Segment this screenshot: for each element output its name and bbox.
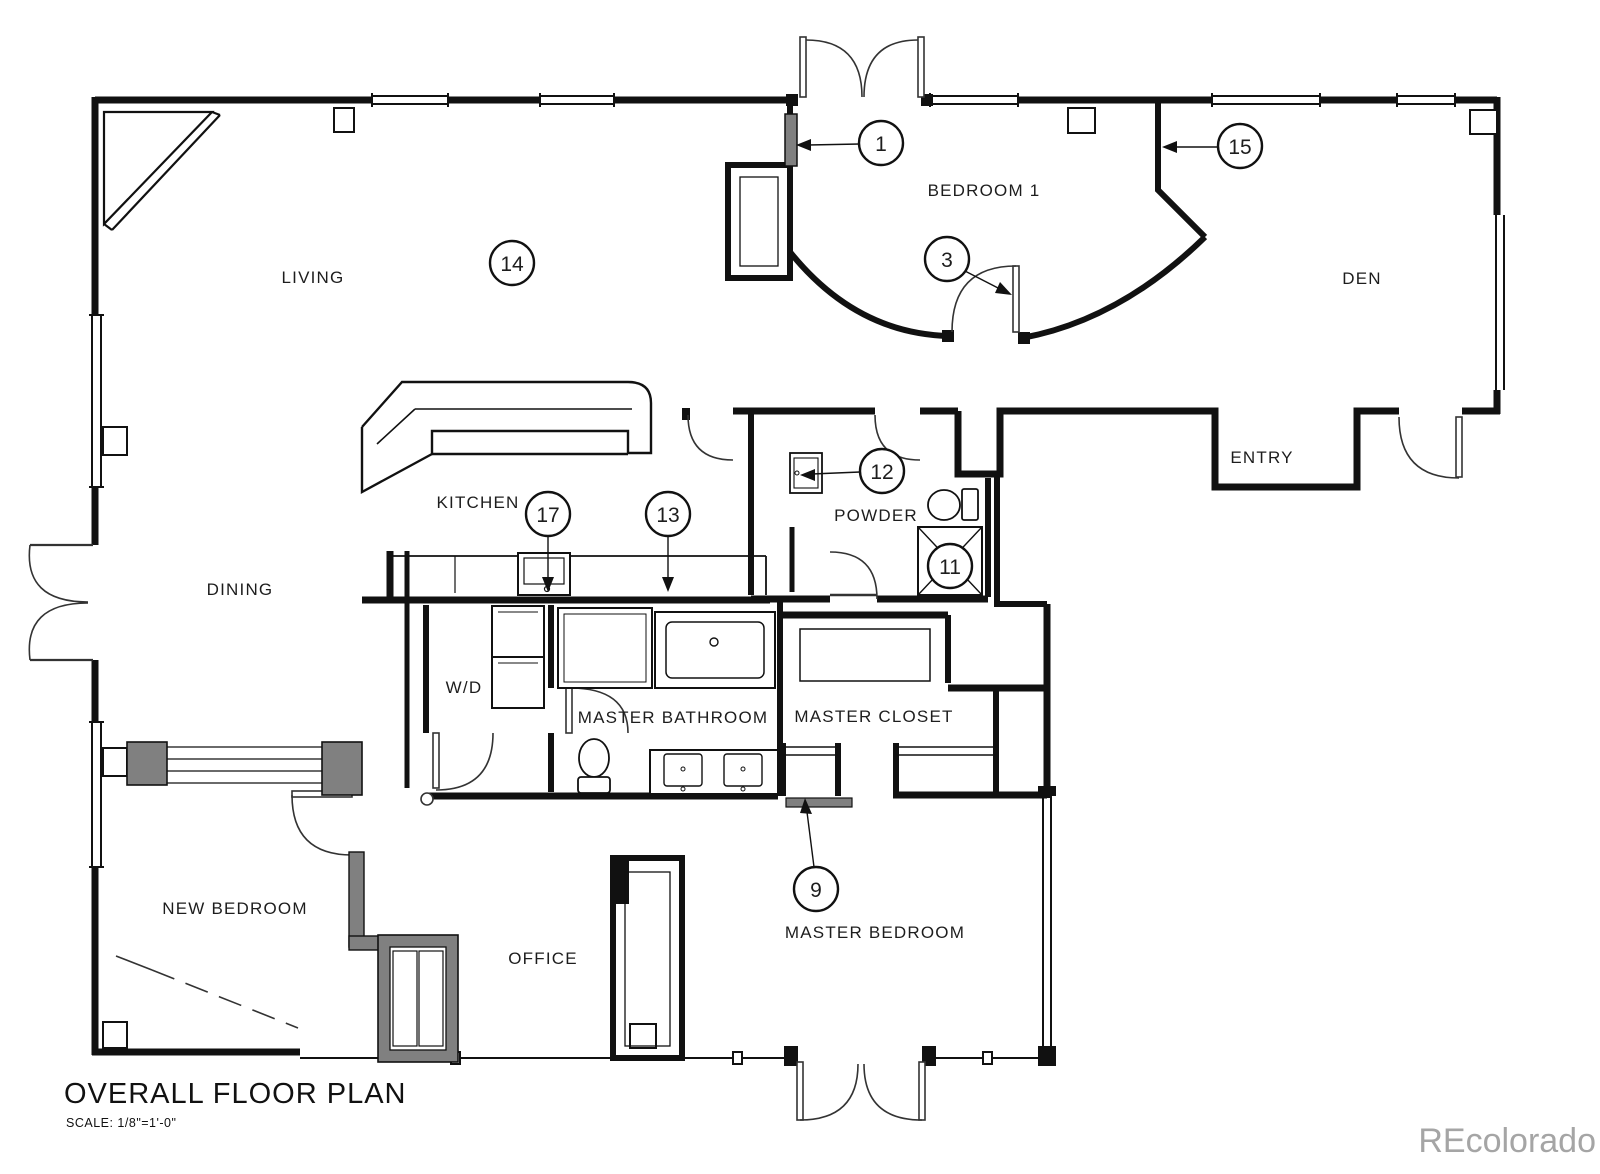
callout-3: 3 <box>923 235 971 283</box>
windows <box>88 92 1506 1049</box>
watermark: REcolorado <box>1418 1122 1596 1160</box>
room-label-den: DEN <box>1342 269 1382 288</box>
pier <box>1067 107 1096 134</box>
new-wall-segment-9 <box>785 797 853 808</box>
room-labels: LIVING BEDROOM 1 DEN KITCHEN POWDER ENTR… <box>162 181 1382 968</box>
callout-leaders <box>547 143 1218 868</box>
callout-14-number: 14 <box>500 253 524 276</box>
callout-17: 17 <box>524 490 572 538</box>
wall-den-diagonal <box>1155 100 1208 240</box>
beam-connector <box>102 747 128 777</box>
sliding-door-closet-icon <box>377 934 459 1063</box>
living-corner-bay <box>102 110 221 231</box>
new-bedroom-elements <box>102 741 459 1063</box>
dashed-projection-line <box>115 955 153 971</box>
callout-9-number: 9 <box>810 879 822 902</box>
room-label-master-bathroom: MASTER BATHROOM <box>578 708 769 727</box>
page-title: OVERALL FLOOR PLAN <box>64 1078 406 1110</box>
pier <box>1469 109 1498 135</box>
wall-entry-stepped <box>954 407 1500 491</box>
wall-kitchen-bottom <box>362 551 770 604</box>
callout-11: 11 <box>926 542 974 590</box>
room-label-new-bedroom: NEW BEDROOM <box>162 899 307 918</box>
hall-lower-door <box>829 551 878 600</box>
kitchen-counter <box>390 555 767 595</box>
entry-door <box>1398 416 1463 479</box>
callout-1: 1 <box>857 119 905 167</box>
callout-12: 12 <box>858 447 906 495</box>
washer-dryer-icon <box>491 605 545 709</box>
bedroom1-closet <box>725 162 793 281</box>
window-piers <box>102 107 1498 1049</box>
room-label-entry: ENTRY <box>1230 448 1293 467</box>
callout-15: 15 <box>1216 122 1264 170</box>
callout-17-number: 17 <box>536 504 559 527</box>
closet-shelf-icon <box>799 628 931 682</box>
kitchen-sink-icon <box>517 552 571 596</box>
wall-bedroom1-curve-right <box>1021 234 1208 341</box>
callout-13-number: 13 <box>656 504 679 527</box>
powder-toilet-icon <box>927 488 979 521</box>
new-post-right <box>321 741 363 796</box>
dashed-projection-line-2 <box>151 969 299 1029</box>
scale-note: SCALE: 1/8"=1'-0" <box>66 1116 176 1130</box>
interior-walls <box>404 100 1208 796</box>
new-wall-vertical <box>348 851 365 948</box>
bedroom1-closet-inner <box>739 176 779 267</box>
bedroom1-double-door <box>799 36 925 98</box>
callouts: 1 3 9 11 12 13 <box>488 119 1264 913</box>
room-label-wd: W/D <box>446 678 483 697</box>
callout-arrowheads <box>542 139 1177 814</box>
room-label-kitchen: KITCHEN <box>436 493 519 512</box>
callout-15-number: 15 <box>1228 136 1251 159</box>
new-wall-segment-1 <box>784 113 798 167</box>
new-post-left <box>126 741 168 786</box>
bedroom1-door <box>951 265 1020 333</box>
bath-toilet-icon <box>577 738 611 794</box>
pier <box>333 107 355 133</box>
room-label-living: LIVING <box>282 268 345 287</box>
master-double-door <box>796 1061 926 1121</box>
pier <box>102 426 128 456</box>
room-label-bedroom1: BEDROOM 1 <box>928 181 1041 200</box>
room-label-powder: POWDER <box>834 506 918 525</box>
wall-bedroom1-curve-left <box>787 250 951 339</box>
office-wall-unit <box>610 855 685 1061</box>
dining-french-doors <box>28 543 93 662</box>
kitchen-hall-door <box>687 414 734 461</box>
pier <box>102 1021 128 1049</box>
room-label-master-closet: MASTER CLOSET <box>794 707 953 726</box>
door-jambs <box>682 94 1056 1066</box>
double-vanity-icon <box>649 749 779 795</box>
room-label-dining: DINING <box>207 580 274 599</box>
callout-13: 13 <box>644 490 692 538</box>
kitchen-island-icon <box>360 380 653 495</box>
room-label-master-bedroom: MASTER BEDROOM <box>785 923 965 942</box>
bathtub-icon <box>654 611 776 689</box>
callout-11-number: 11 <box>939 556 961 579</box>
shower-stall-icon <box>557 607 653 689</box>
wall-entry-down <box>994 474 1047 607</box>
beam-lines <box>167 746 322 784</box>
callout-1-number: 1 <box>875 133 887 156</box>
master-window-wall <box>1042 792 1052 1056</box>
callout-bubbles: 1 3 9 11 12 13 <box>488 119 1264 913</box>
title-block: OVERALL FLOOR PLAN SCALE: 1/8"=1'-0" <box>64 1078 406 1130</box>
wall-closet-stubs <box>780 690 999 796</box>
window-lines <box>89 93 1505 868</box>
wall-closet-right-area <box>893 604 1051 799</box>
callout-3-number: 3 <box>941 249 953 272</box>
callout-12-number: 12 <box>870 461 893 484</box>
room-label-office: OFFICE <box>508 949 578 968</box>
callout-9: 9 <box>792 865 840 913</box>
new-bedroom-door <box>291 790 353 856</box>
callout-14: 14 <box>488 239 536 287</box>
cased-opening-headers <box>783 746 996 756</box>
wd-door <box>420 732 494 806</box>
